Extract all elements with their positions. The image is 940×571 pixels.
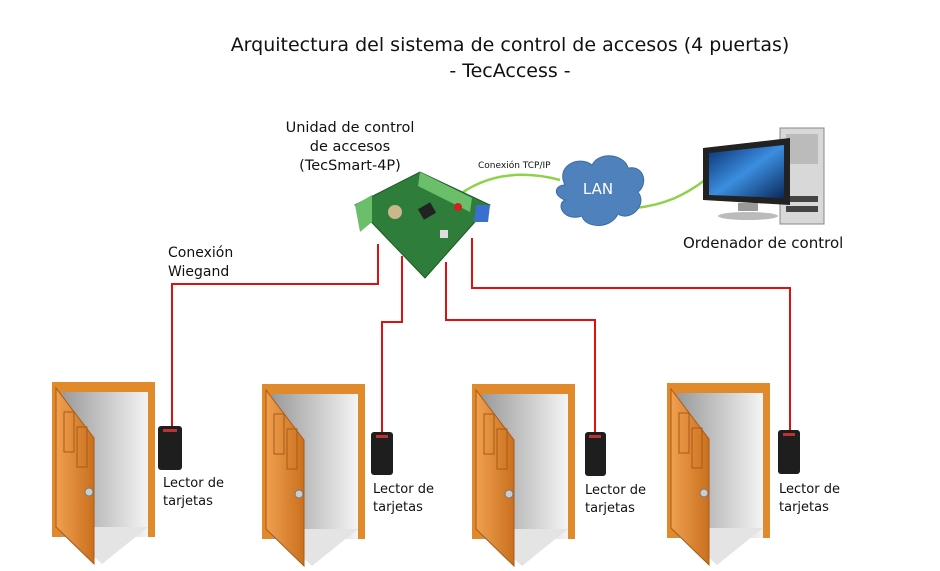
wire-door-2 xyxy=(381,256,403,434)
wiegand-label-line-2: Wiegand xyxy=(168,264,230,280)
door-4 xyxy=(666,382,771,566)
door-1 xyxy=(51,381,156,565)
card-reader-3 xyxy=(585,432,606,476)
controller-board-image xyxy=(354,171,491,279)
reader-label-line-1: Lector de xyxy=(373,482,434,497)
reader-label-line-1: Lector de xyxy=(779,482,840,497)
reader-label-line-2: tarjetas xyxy=(779,500,829,515)
reader-label-2: Lector de tarjetas xyxy=(373,481,434,517)
controller-label-line-2: de accesos xyxy=(309,139,391,155)
card-reader-icons xyxy=(158,426,800,476)
door-3 xyxy=(471,383,576,567)
reader-label-line-2: tarjetas xyxy=(163,494,213,509)
controller-label-line-3: (TecSmart-4P) xyxy=(299,158,401,174)
wire-door-1 xyxy=(171,244,379,428)
controller-label: Unidad de control de accesos (TecSmart-4… xyxy=(270,119,430,176)
wire-door-4 xyxy=(471,238,791,432)
wiegand-label-line-1: Conexión xyxy=(168,245,234,261)
reader-label-line-2: tarjetas xyxy=(373,500,423,515)
reader-label-4: Lector de tarjetas xyxy=(779,481,840,517)
wiegand-label: Conexión Wiegand xyxy=(168,244,233,282)
lan-cloud-icon xyxy=(555,155,645,226)
door-2 xyxy=(261,383,366,567)
pc-label: Ordenador de control xyxy=(683,234,844,252)
tcp-wire xyxy=(454,173,561,199)
pc-wire xyxy=(634,178,706,210)
computer-icon xyxy=(703,127,825,225)
reader-label-line-2: tarjetas xyxy=(585,501,635,516)
diagram-title: Arquitectura del sistema de control de a… xyxy=(0,32,940,84)
lan-label: LAN xyxy=(582,180,614,198)
reader-label-3: Lector de tarjetas xyxy=(585,482,646,518)
card-reader-2 xyxy=(371,432,393,475)
controller-label-line-1: Unidad de control xyxy=(285,120,415,136)
title-line-2: - TecAccess - xyxy=(449,60,571,82)
reader-label-1: Lector de tarjetas xyxy=(163,475,224,511)
card-reader-1 xyxy=(158,426,182,470)
wire-door-3 xyxy=(445,262,596,434)
reader-label-line-1: Lector de xyxy=(585,483,646,498)
title-line-1: Arquitectura del sistema de control de a… xyxy=(230,34,790,56)
card-reader-4 xyxy=(778,430,800,474)
reader-label-line-1: Lector de xyxy=(163,476,224,491)
wiegand-wires xyxy=(171,238,791,434)
network-wires xyxy=(454,173,706,210)
tcp-ip-label: Conexión TCP/IP xyxy=(478,161,551,171)
